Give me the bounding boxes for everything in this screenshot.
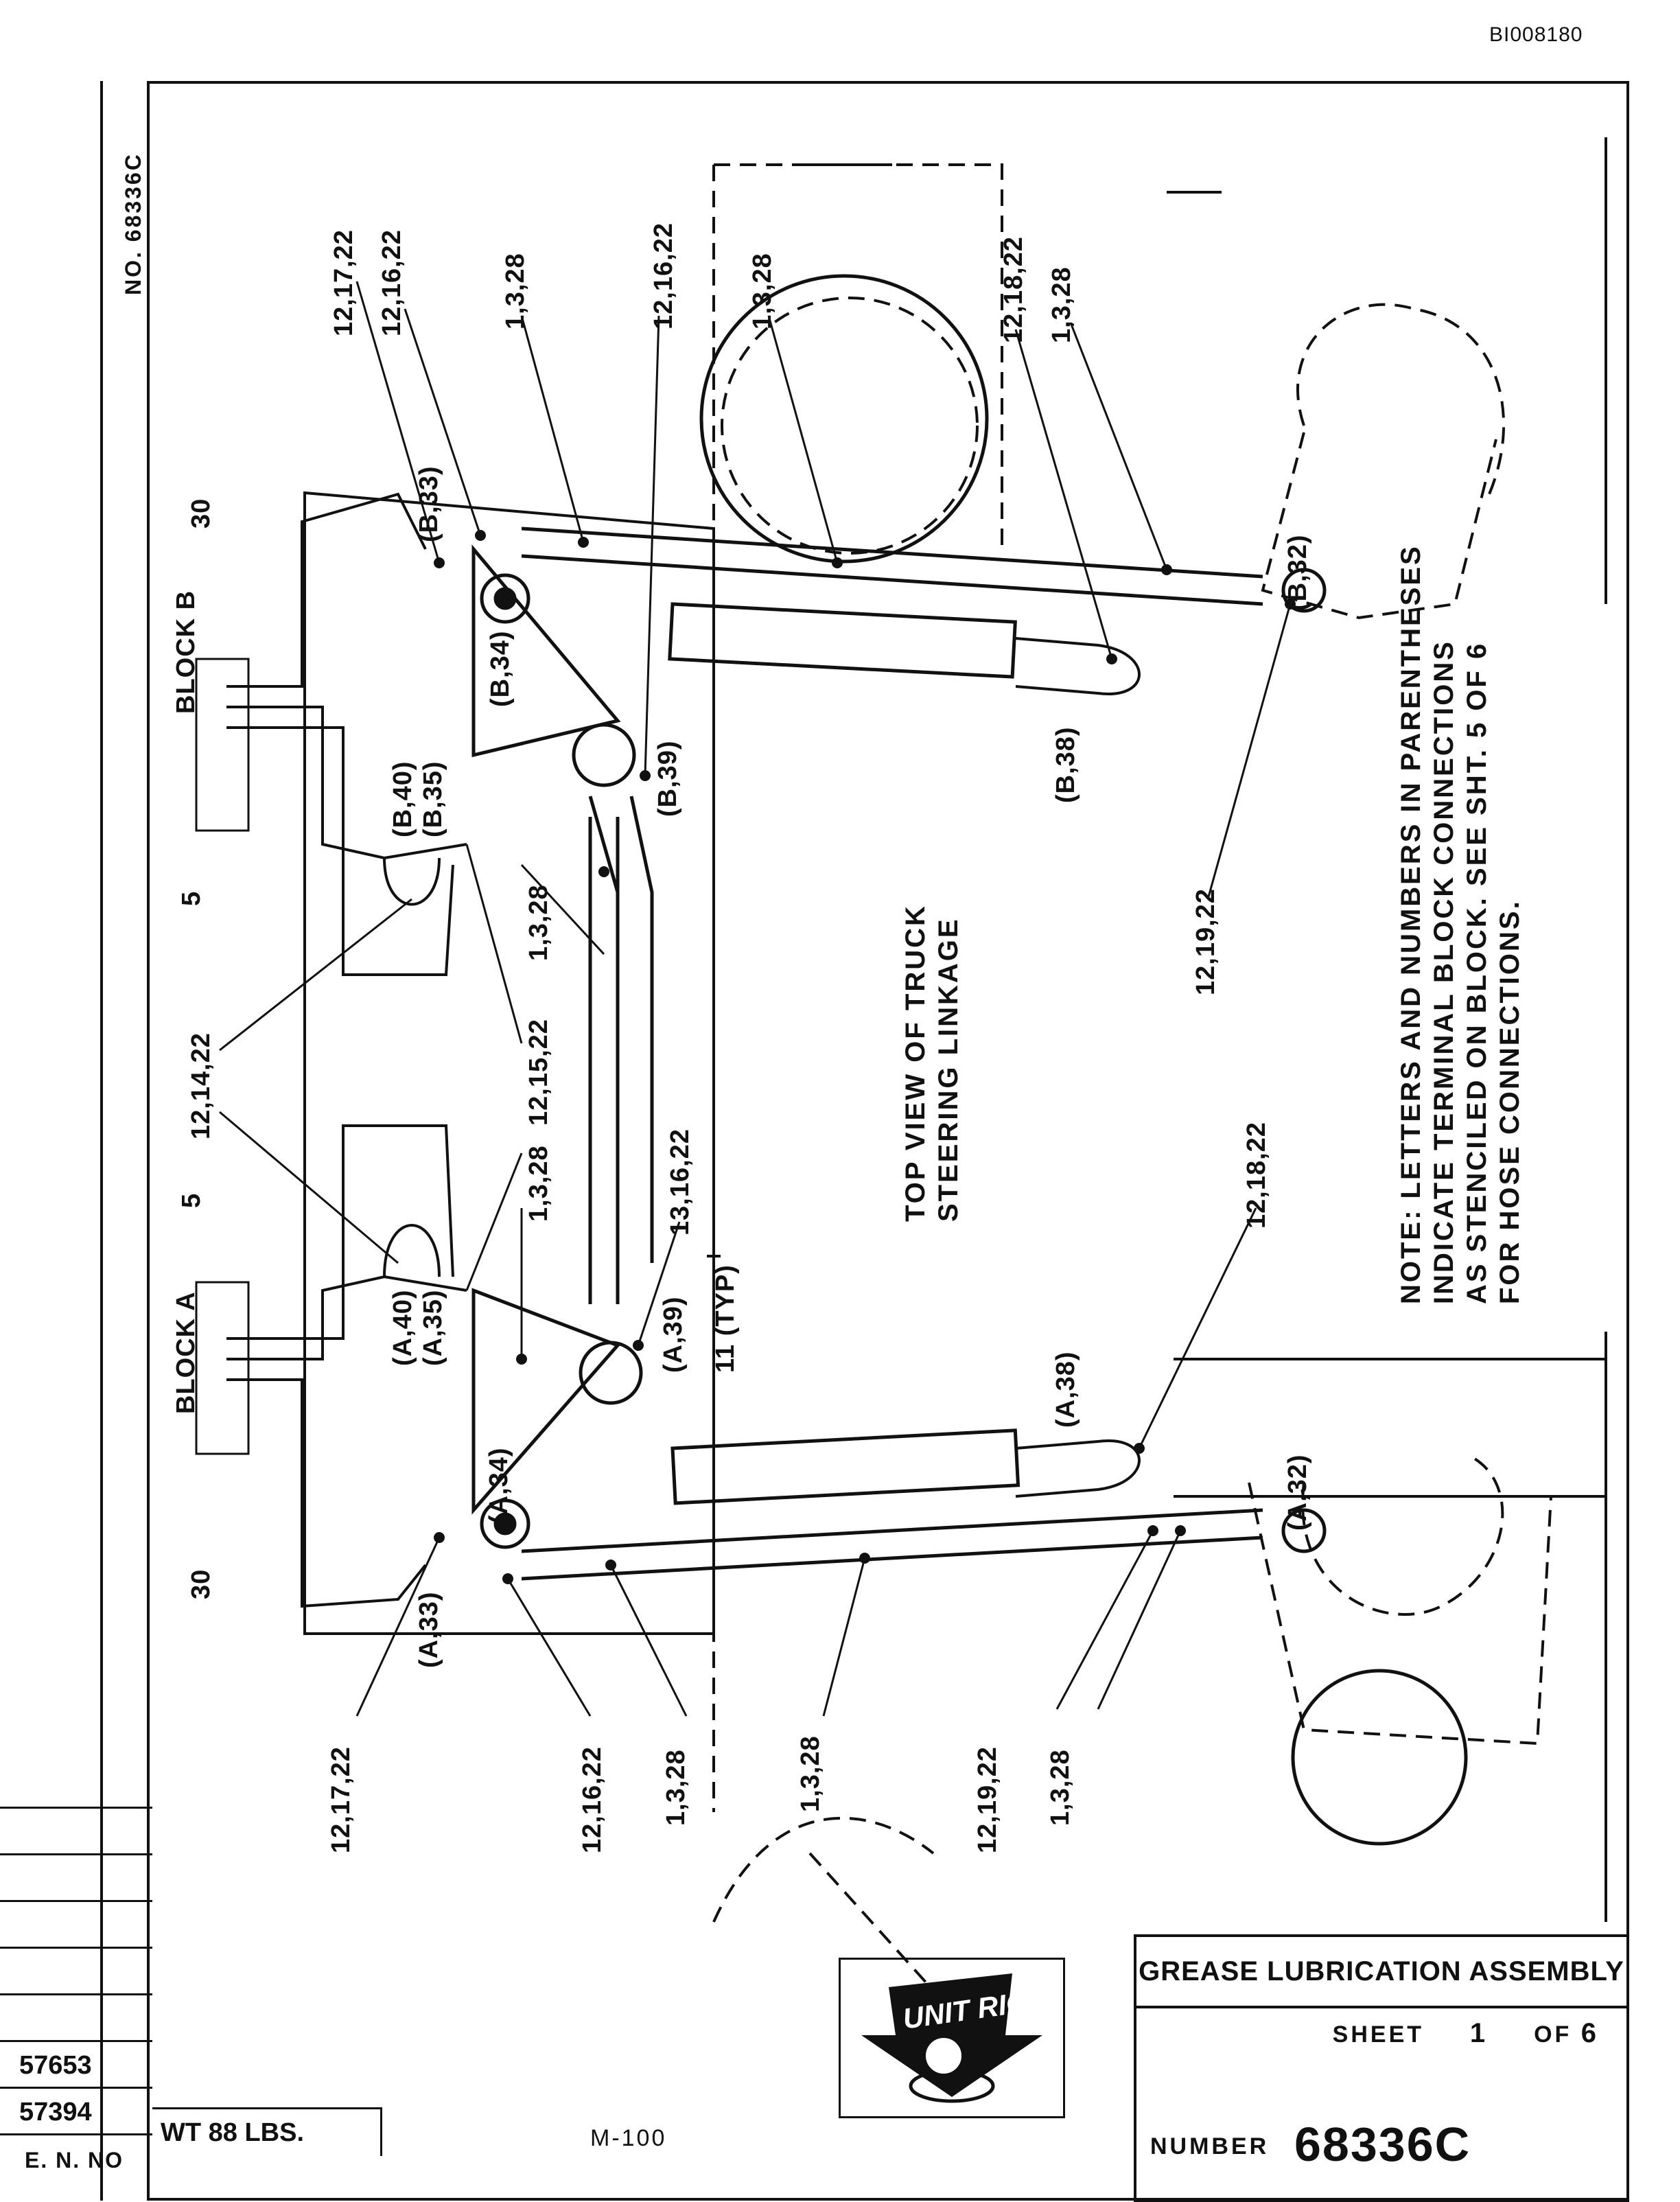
callout-b33: (B,33)	[415, 465, 443, 542]
bellcrank-b	[471, 544, 621, 758]
rev-row-empty-4	[0, 1947, 152, 1993]
note-line2: INDICATE TERMINAL BLOCK CONNECTIONS	[1429, 640, 1459, 1304]
callout-1-3-28-top1: 1,3,28	[501, 253, 530, 329]
hose-bundle-b	[226, 492, 467, 976]
block-b-label: BLOCK B	[172, 590, 200, 714]
callout-12-19-22-bot: 12,19,22	[973, 1746, 1002, 1853]
callout-b32: (B,32)	[1283, 534, 1312, 611]
callout-1-3-28-bot3: 1,3,28	[1046, 1749, 1075, 1826]
logo-mark	[861, 1973, 1042, 2103]
title-block: GREASE LUBRICATION ASSEMBLY SHEET 1 OF 6…	[1134, 1934, 1629, 2202]
steering-cylinder-a	[670, 1428, 1020, 1505]
callout-12-16-22-mid: 12,16,22	[649, 222, 678, 329]
callout-b35: (B,35)	[419, 761, 447, 837]
tie-rod-b	[521, 526, 1263, 579]
callout-12-16-22-top: 12,16,22	[377, 229, 406, 336]
note-line1: NOTE: LETTERS AND NUMBERS IN PARENTHESES	[1396, 544, 1426, 1304]
sheet-total: 6	[1580, 2018, 1599, 2048]
callout-a38: (A,38)	[1051, 1351, 1080, 1428]
sheet-indicator: SHEET 1 OF 6	[1333, 2018, 1599, 2049]
callout-12-18-22-right: 12,18,22	[1242, 1122, 1271, 1229]
rev-row-empty-3	[0, 1900, 152, 1947]
callout-typ: 11 (TYP)	[711, 1264, 740, 1373]
callout-a34: (A,34)	[485, 1447, 513, 1524]
sheet-number: 1	[1469, 2018, 1489, 2048]
callout-30-a: 30	[187, 1568, 215, 1599]
document-id: BI008180	[1489, 23, 1583, 46]
callout-b39: (B,39)	[653, 740, 682, 817]
callout-12-16-22-bot: 12,16,22	[578, 1746, 607, 1853]
rev-row-empty-1	[0, 1807, 152, 1853]
company-logo: UNIT RIG	[839, 1958, 1065, 2118]
hose-loop-a	[1015, 1439, 1141, 1498]
drawing-number: 68336C	[1294, 2118, 1471, 2171]
hose-bundle-a	[226, 1124, 467, 1608]
en-value-1: 57653	[0, 2040, 152, 2087]
view-caption-line2: STEERING LINKAGE	[933, 917, 964, 1222]
callout-30-b: 30	[187, 498, 215, 529]
hose-loop-b	[1015, 637, 1141, 695]
steering-cylinder-b	[668, 602, 1017, 679]
rev-row-empty-5	[0, 1993, 152, 2040]
block-a-label: BLOCK A	[172, 1291, 200, 1414]
callout-12-19-22-right: 12,19,22	[1191, 888, 1220, 995]
lower-wheel	[1291, 1669, 1468, 1846]
callout-1-3-28-top3: 1,3,28	[1047, 266, 1076, 343]
callout-12-17-22-bot: 12,17,22	[327, 1746, 355, 1853]
tie-rod-a	[521, 1508, 1263, 1553]
callout-1-3-28-top2: 1,3,28	[748, 253, 777, 329]
number-label: NUMBER	[1150, 2133, 1270, 2159]
sheet-label: SHEET	[1332, 2021, 1425, 2048]
callout-a35: (A,35)	[419, 1289, 447, 1366]
callout-1-3-28-bot1: 1,3,28	[662, 1749, 690, 1826]
en-value-2: 57394	[0, 2087, 152, 2133]
callout-1-3-28-mid: 1,3,28	[524, 884, 553, 961]
note-line3: AS STENCILED ON BLOCK. SEE SHT. 5 OF 6	[1462, 641, 1492, 1304]
left-margin-strip	[100, 81, 150, 2201]
callout-5-a: 5	[177, 1192, 206, 1208]
callout-a39: (A,39)	[659, 1296, 688, 1373]
terminal-block-b	[195, 658, 250, 832]
drawing-title: GREASE LUBRICATION ASSEMBLY	[1136, 1937, 1626, 2008]
callout-12-14-22: 12,14,22	[187, 1032, 215, 1139]
callout-b38: (B,38)	[1051, 726, 1080, 803]
upper-wheel-dashed	[712, 163, 1552, 1992]
page-code: M-100	[590, 2125, 667, 2151]
upper-wheel	[699, 274, 989, 564]
callout-b40: (B,40)	[388, 761, 417, 837]
callout-12-15-22: 12,15,22	[524, 1019, 553, 1126]
callout-1-3-28-bot2: 1,3,28	[796, 1735, 825, 1812]
callout-5-b: 5	[177, 890, 206, 906]
weight-cell: WT 88 LBS.	[152, 2107, 382, 2156]
note-line4: FOR HOSE CONNECTIONS.	[1495, 899, 1525, 1304]
bellcrank-a	[471, 1288, 621, 1515]
revision-block: 57653 57394 E. N. NO	[0, 1807, 152, 2201]
callout-13-16-22: 13,16,22	[666, 1128, 695, 1236]
callout-leaders	[219, 281, 1292, 1717]
sheet-of: OF	[1534, 2021, 1572, 2048]
drag-link	[588, 817, 620, 1304]
grease-fittings	[434, 530, 1296, 1584]
view-caption-line1: TOP VIEW OF TRUCK	[900, 904, 931, 1222]
rev-row-empty-2	[0, 1853, 152, 1900]
callout-1-3-28-mid2: 1,3,28	[524, 1145, 553, 1222]
callout-a33: (A,33)	[415, 1591, 443, 1668]
callout-12-18-22-top: 12,18,22	[999, 236, 1028, 343]
callout-a40: (A,40)	[388, 1289, 417, 1366]
callout-a32: (A,32)	[1283, 1454, 1312, 1531]
en-label: E. N. NO	[0, 2133, 152, 2183]
weight-value: WT 88 LBS.	[161, 2118, 305, 2147]
callout-b34: (B,34)	[486, 630, 515, 707]
callout-12-17-22-top: 12,17,22	[329, 229, 358, 336]
terminal-block-a	[195, 1281, 250, 1455]
